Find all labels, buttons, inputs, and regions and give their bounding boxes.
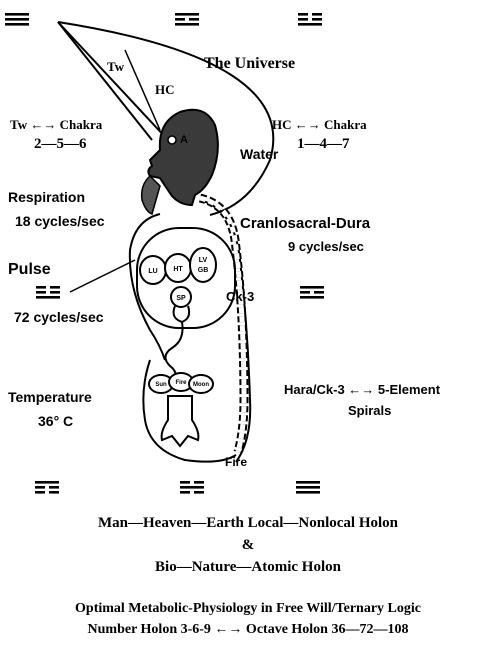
trigram-line	[180, 491, 190, 494]
stomach-loop	[172, 305, 191, 324]
trigram-line	[35, 491, 45, 494]
trigram-bottom-right-icon	[296, 481, 320, 494]
trigram-line	[5, 13, 29, 16]
organ-lv-gb	[189, 247, 217, 283]
trigram-line	[300, 291, 310, 294]
thorax-outline	[136, 227, 236, 329]
trigram-line	[50, 286, 60, 289]
organ-gb-label: GB	[198, 267, 209, 274]
respiration-rate-label: 18 cycles/sec	[15, 213, 105, 229]
spirals-label: Spirals	[348, 403, 392, 418]
pulse-rate-label: 72 cycles/sec	[14, 309, 104, 325]
organ-moon-label: Moon	[193, 382, 209, 388]
hc-ray	[57, 21, 169, 141]
hara-label: Hara/Ck-3 ←→ 5-Element	[284, 382, 441, 397]
universe-cone-arc	[57, 21, 275, 216]
trigram-line	[36, 291, 46, 294]
trigram-line	[296, 491, 320, 494]
caption-line-4: Optimal Metabolic-Physiology in Free Wil…	[75, 601, 421, 616]
trigram-line	[175, 18, 185, 21]
trigram-line	[36, 296, 60, 299]
trigram-line	[180, 486, 204, 489]
craniosacral-label: Cranlosacral-Dura	[240, 215, 371, 232]
organ-lv-label: LV	[199, 257, 208, 264]
universe-label: The Universe	[204, 55, 296, 72]
fire-label: Fire	[225, 455, 248, 469]
organ-moon	[188, 374, 214, 394]
ck3-label: Ck-3	[226, 289, 255, 304]
temperature-value-label: 36° C	[38, 413, 74, 429]
trigram-bottom-left-icon	[35, 481, 59, 494]
organ-fire-label: Fire	[175, 380, 187, 386]
trigram-mid-right-icon	[300, 286, 324, 299]
hc-chakra-label: HC ←→ Chakra	[272, 117, 367, 132]
trigram-line	[194, 491, 204, 494]
trigram-line	[314, 291, 324, 294]
hc-numbers-label: 1—4—7	[297, 136, 350, 152]
hc-ray-inner	[124, 49, 161, 131]
water-label: Water	[240, 146, 279, 162]
head-silhouette	[147, 108, 219, 207]
trigram-line	[175, 23, 199, 26]
trigram-line	[300, 286, 324, 289]
trigram-top-center-icon	[175, 13, 199, 26]
trigram-line	[298, 18, 308, 21]
trigram-line	[189, 18, 199, 21]
trigram-line	[50, 291, 60, 294]
organ-ht-label: HT	[173, 266, 183, 273]
trigram-bottom-center-icon	[180, 481, 204, 494]
trigram-line	[194, 481, 204, 484]
trigram-line	[298, 23, 322, 26]
trigram-top-left-icon	[5, 13, 29, 26]
pelvis-outline	[142, 359, 237, 463]
intestinal-channel	[164, 321, 184, 381]
trigram-line	[35, 481, 59, 484]
trigram-line	[298, 13, 308, 16]
trigram-mid-left-icon	[36, 286, 60, 299]
temperature-label: Temperature	[8, 389, 92, 405]
trigram-line	[35, 486, 45, 489]
trigram-line	[5, 18, 29, 21]
organ-lu-label: LU	[148, 268, 157, 275]
caption-line-2: &	[241, 537, 255, 553]
trigram-line	[49, 486, 59, 489]
trigram-line	[5, 23, 29, 26]
tw-numbers-label: 2—5—6	[34, 136, 87, 152]
tw-chakra-label: Tw ←→ Chakra	[10, 117, 103, 132]
beard	[140, 174, 161, 215]
pulse-label: Pulse	[8, 261, 51, 278]
trigram-line	[296, 486, 320, 489]
craniosacral-rate-label: 9 cycles/sec	[288, 239, 364, 254]
trigram-line	[312, 18, 322, 21]
trigram-line	[296, 481, 320, 484]
ajna-point	[167, 135, 177, 145]
trigram-line	[180, 481, 190, 484]
a-label: A	[180, 134, 188, 146]
trigram-line	[49, 491, 59, 494]
organ-sp-label: SP	[176, 295, 186, 302]
trigram-line	[312, 13, 322, 16]
pulse-pointer	[69, 259, 136, 293]
organ-sp	[170, 286, 192, 308]
tw-ray	[57, 21, 153, 141]
trigram-top-right-icon	[298, 13, 322, 26]
trigram-line	[36, 286, 46, 289]
fire-vessel	[160, 395, 200, 448]
respiration-label: Respiration	[8, 189, 86, 205]
caption-line-1: Man—Heaven—Earth Local—Nonlocal Holon	[98, 515, 398, 531]
tw-label: Tw	[107, 59, 125, 74]
hc-label: HC	[155, 82, 175, 97]
trigram-line	[300, 296, 324, 299]
caption-line-3: Bio—Nature—Atomic Holon	[155, 559, 341, 575]
body-outline	[128, 213, 166, 361]
caption-line-5: Number Holon 3-6-9 ←→ Octave Holon 36—72…	[87, 622, 409, 637]
trigram-line	[175, 13, 199, 16]
organ-sun-label: Sun	[155, 382, 167, 388]
